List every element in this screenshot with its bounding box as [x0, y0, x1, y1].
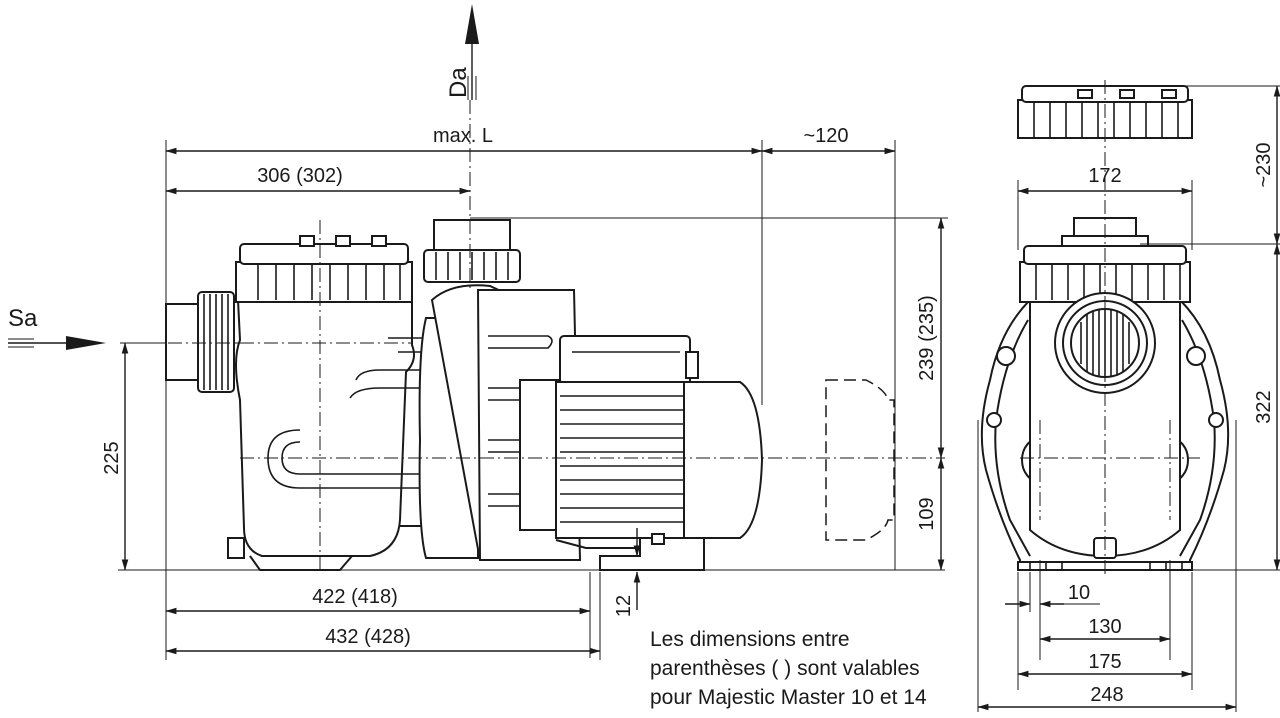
side-center-lines [120, 100, 945, 572]
dim-max-length: max. L [433, 125, 493, 147]
end-center-lines [1020, 80, 1200, 575]
suction-arrow [8, 336, 106, 350]
dim-cover-clearance: ~230 [1253, 142, 1275, 187]
dim-foot-height: 12 [613, 595, 635, 617]
dim-base-length-1: 422 (418) [312, 586, 398, 608]
dim-top-above-axis: 239 (235) [916, 295, 938, 381]
dim-bolt-spacing: 130 [1088, 616, 1121, 638]
dim-inlet-axis-height: 225 [101, 441, 123, 474]
pump-end-view [980, 85, 1230, 571]
dim-overall-height: 322 [1253, 390, 1275, 423]
dim-service-clearance: ~120 [803, 125, 848, 147]
dim-overall-width: 248 [1090, 684, 1123, 706]
discharge-label: Da [445, 67, 472, 98]
dim-foot-width: 10 [1068, 582, 1090, 604]
note-line-2: parenthèses ( ) sont valables [650, 657, 920, 680]
note-line-3: pour Majestic Master 10 et 14 [650, 686, 927, 709]
discharge-arrow [465, 4, 479, 100]
side-dimension-lines [121, 147, 945, 655]
side-extension-lines [118, 140, 948, 660]
end-dimension-lines [977, 85, 1280, 711]
note-line-1: Les dimensions entre [650, 628, 850, 651]
dim-inlet-to-outlet: 306 (302) [257, 165, 343, 187]
suction-label: Sa [8, 305, 38, 332]
dim-motor-axis-height: 109 [916, 497, 938, 530]
dim-base-length-2: 432 (428) [325, 626, 411, 648]
dim-cover-diameter: 172 [1088, 165, 1121, 187]
pump-side-view [165, 219, 895, 571]
dim-base-width: 175 [1088, 651, 1121, 673]
